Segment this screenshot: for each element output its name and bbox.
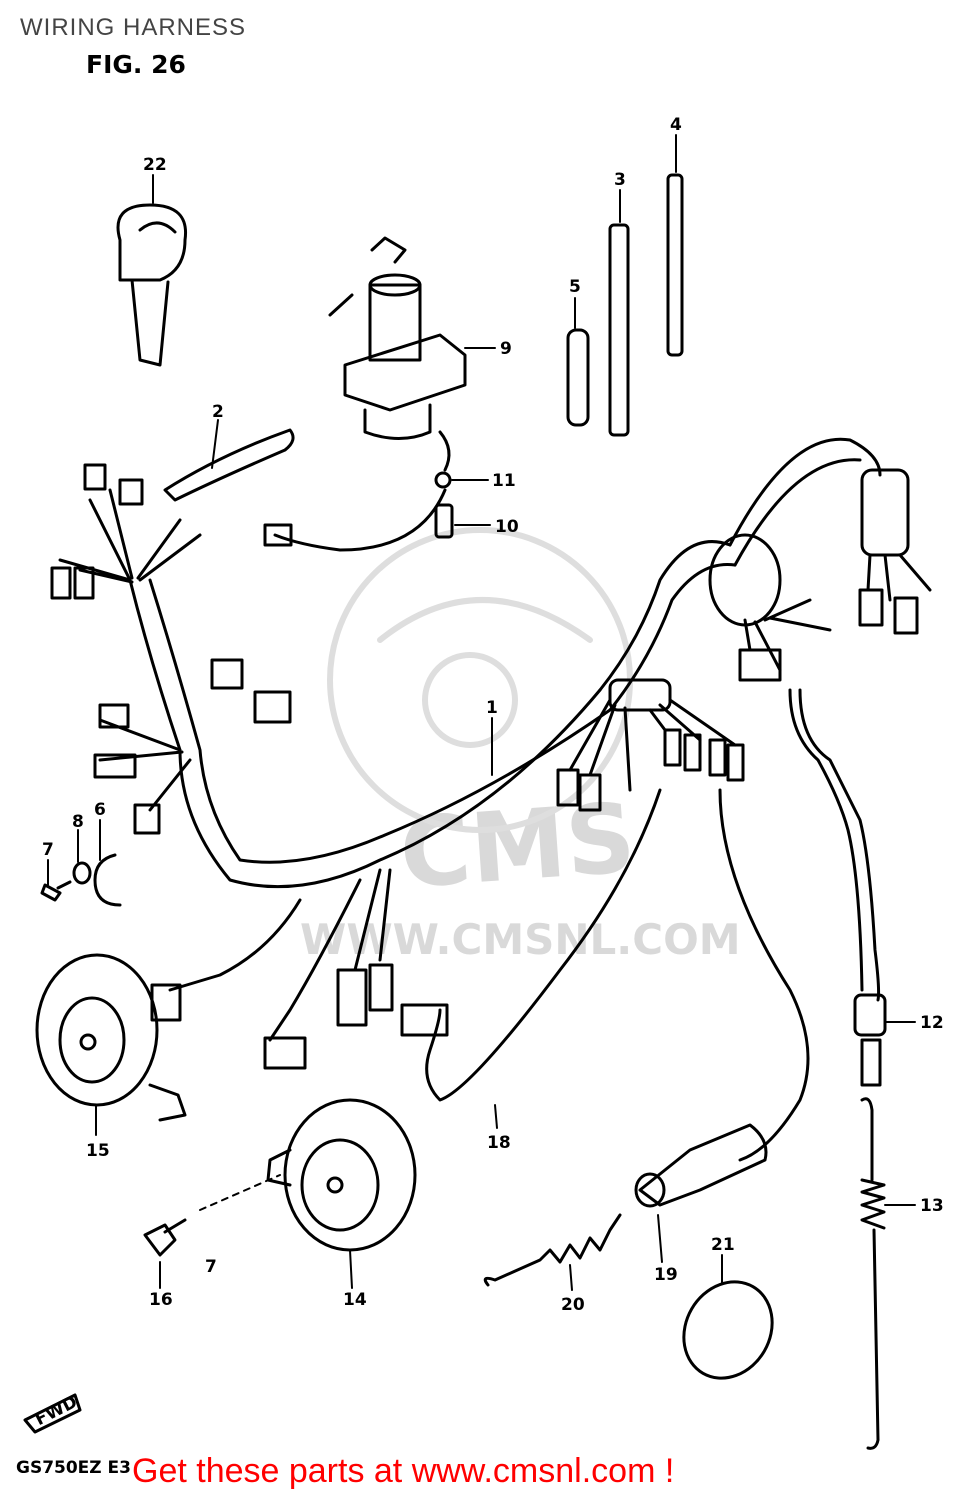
switch-part-12: [853, 993, 887, 1087]
callout-12: 12: [920, 1013, 944, 1033]
switch-part-19: [634, 1123, 768, 1208]
callout-20: 20: [561, 1295, 585, 1315]
callout-21: 21: [711, 1235, 735, 1255]
callout-9: 9: [500, 339, 512, 359]
leader-lines: [47, 134, 916, 1291]
callout-16: 16: [149, 1290, 173, 1310]
spring-part-20: [483, 1213, 622, 1287]
callout-7b: 7: [205, 1257, 217, 1277]
callout-3: 3: [614, 170, 626, 190]
figure-label: FIG. 26: [86, 50, 186, 79]
callout-1: 1: [486, 698, 498, 718]
horn-part-14: [266, 1098, 417, 1252]
key-part-22: [116, 203, 188, 367]
lower-branches: [150, 688, 881, 1162]
fwd-arrow-label: FWD: [32, 1392, 81, 1430]
clamp-part-2: [163, 428, 295, 502]
watermark-mascot: [327, 527, 633, 833]
callout-6: 6: [94, 800, 106, 820]
callout-5: 5: [569, 277, 581, 297]
washer-part-8: [72, 861, 92, 885]
strap-part-4: [666, 173, 684, 357]
fwd-arrow-icon: [23, 1393, 82, 1434]
callout-14: 14: [343, 1290, 367, 1310]
page-title: WIRING HARNESS: [20, 14, 247, 41]
callout-8: 8: [72, 812, 84, 832]
callout-2: 2: [212, 402, 224, 422]
strap-part-3: [608, 223, 630, 437]
main-harness-part-1: [128, 437, 910, 889]
cap-part-21: [682, 1280, 774, 1380]
ignition-switch-part-9: [328, 236, 467, 440]
callout-11: 11: [492, 471, 516, 491]
callout-7: 7: [42, 840, 54, 860]
callout-22: 22: [143, 155, 167, 175]
connector-group-right: [738, 553, 932, 682]
horn-part-15: [35, 953, 187, 1122]
clamp-part-5: [566, 328, 590, 427]
spring-part-13: [860, 1097, 886, 1450]
bolt-part-16: [143, 1218, 187, 1257]
callout-4: 4: [670, 115, 682, 135]
watermark-url: WWW.CMSNL.COM: [300, 915, 741, 964]
promo-link[interactable]: Get these parts at www.cmsnl.com !: [132, 1452, 675, 1490]
callout-13: 13: [920, 1196, 944, 1216]
fitting-part-10: [434, 503, 454, 539]
model-code: GS750EZ E3: [16, 1458, 131, 1478]
connector-group-center: [556, 698, 745, 812]
callout-18: 18: [487, 1133, 511, 1153]
callout-10: 10: [495, 517, 519, 537]
connector-group-left: [50, 463, 292, 835]
screw-part-7: [40, 880, 72, 902]
callout-19: 19: [654, 1265, 678, 1285]
callout-15: 15: [86, 1141, 110, 1161]
clip-part-6: [93, 853, 122, 907]
grommet-part-11: [434, 471, 452, 489]
